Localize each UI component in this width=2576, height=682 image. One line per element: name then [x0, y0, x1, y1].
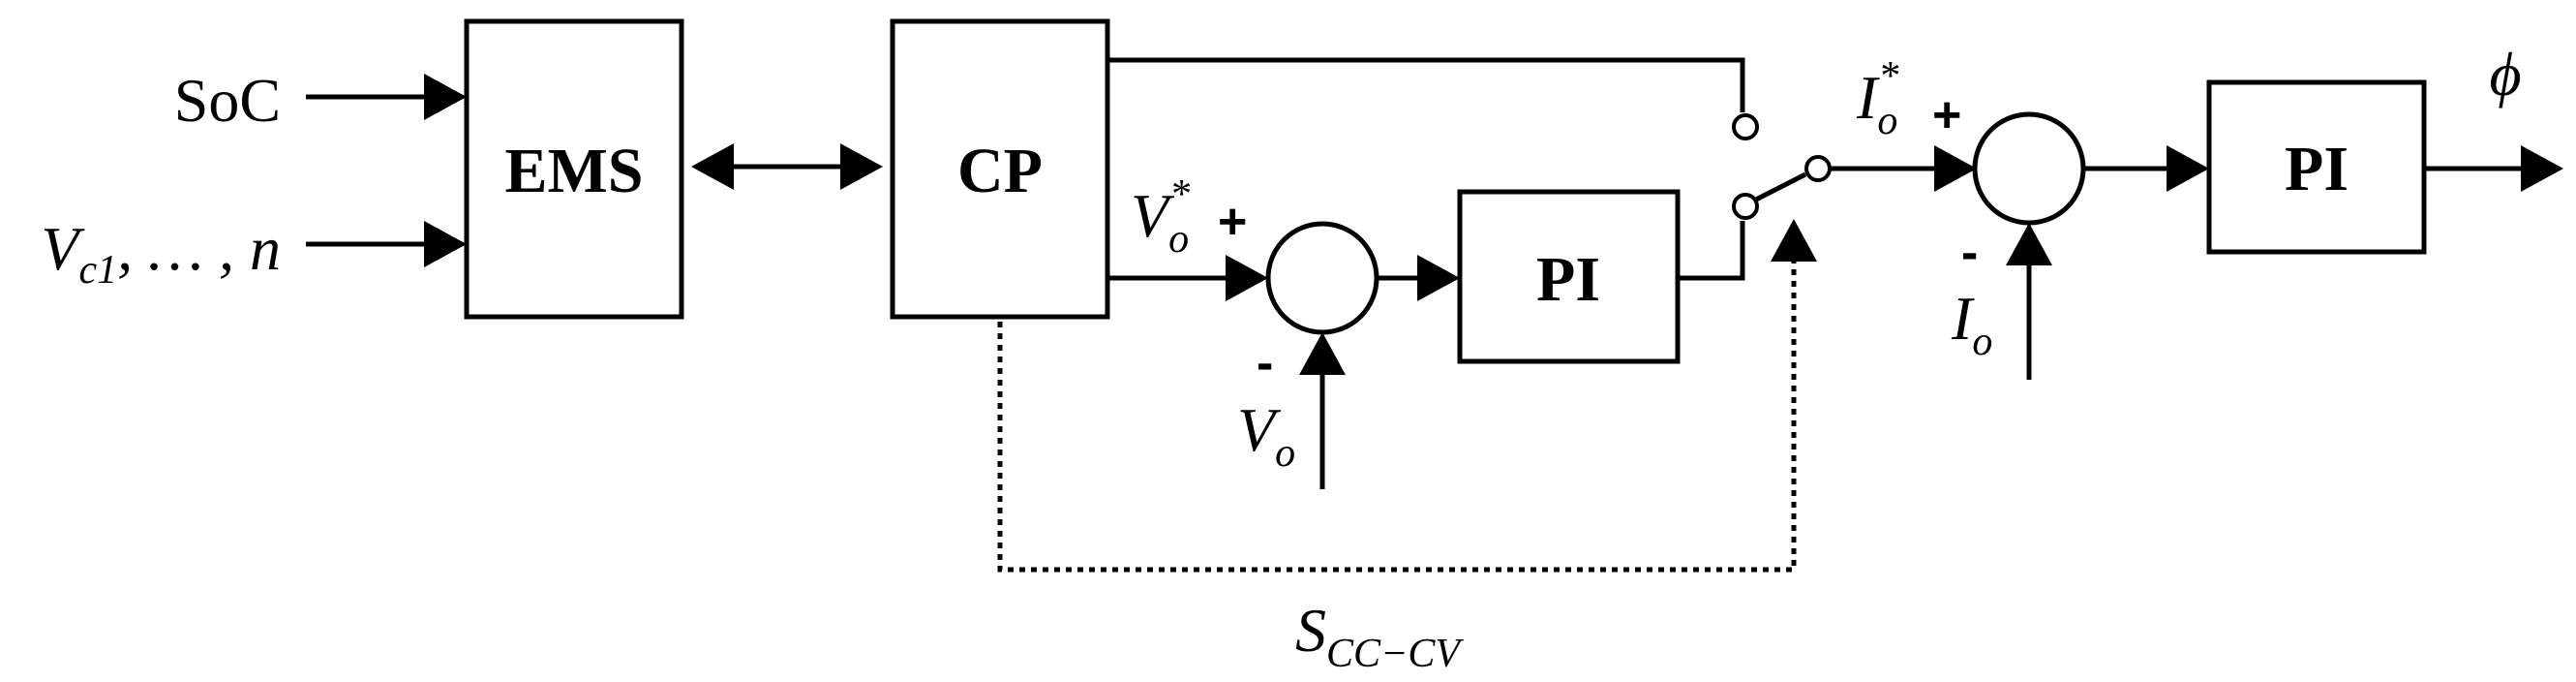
ems-label: EMS	[504, 136, 643, 206]
switch-contact-cc	[1732, 113, 1759, 140]
cp-arrowhead	[840, 143, 883, 190]
switch-contact-cv	[1732, 193, 1759, 220]
ems-block: EMS	[464, 18, 684, 320]
pi-current-block: PI	[2206, 79, 2427, 255]
phi-output-arrowhead	[2521, 145, 2563, 192]
io-label: Io	[1951, 284, 1992, 364]
cp-block: CP	[890, 18, 1110, 320]
pi-current-arrowhead	[2167, 145, 2209, 192]
phi-output-label: ϕ	[2489, 40, 2521, 108]
scccv-signal-path	[997, 262, 1797, 573]
io-plus-sign: +	[1932, 87, 1961, 143]
switch-control-arrowhead	[1771, 219, 1817, 262]
voltage-summing-junction	[1265, 221, 1379, 335]
cp-label: CP	[957, 136, 1043, 206]
cv-path-wire	[1678, 221, 1745, 281]
switch-arm	[1752, 171, 1807, 203]
vc-input-label: Vc1, … , n	[41, 214, 281, 293]
pi-voltage-label: PI	[1536, 244, 1600, 315]
cc-path-wire	[1107, 57, 1745, 112]
soc-input-label: SoC	[174, 66, 281, 135]
io-ref-label: Io*	[1856, 54, 1898, 143]
scccv-label: SCC−CV	[1295, 596, 1464, 676]
pi-voltage-block: PI	[1457, 189, 1681, 364]
io-minus-sign: -	[1961, 225, 1978, 281]
io-ref-arrowhead	[1934, 145, 1977, 192]
pi-voltage-arrowhead	[1417, 255, 1460, 301]
vo-ref-arrowhead	[1226, 255, 1268, 301]
current-summing-junction	[1972, 111, 2086, 226]
pi-current-label: PI	[2285, 134, 2349, 204]
vo-feedback-arrowhead	[1299, 332, 1346, 375]
vo-label: Vo	[1237, 395, 1295, 476]
vo-ref-label: Vo*	[1131, 172, 1190, 262]
ems-arrowhead	[691, 143, 734, 190]
vo-minus-sign: -	[1257, 335, 1273, 391]
io-feedback-arrowhead	[2006, 223, 2052, 265]
vc-arrowhead	[424, 221, 467, 267]
soc-arrowhead	[424, 74, 467, 120]
vo-plus-sign: +	[1218, 194, 1247, 250]
switch-common	[1804, 155, 1832, 182]
